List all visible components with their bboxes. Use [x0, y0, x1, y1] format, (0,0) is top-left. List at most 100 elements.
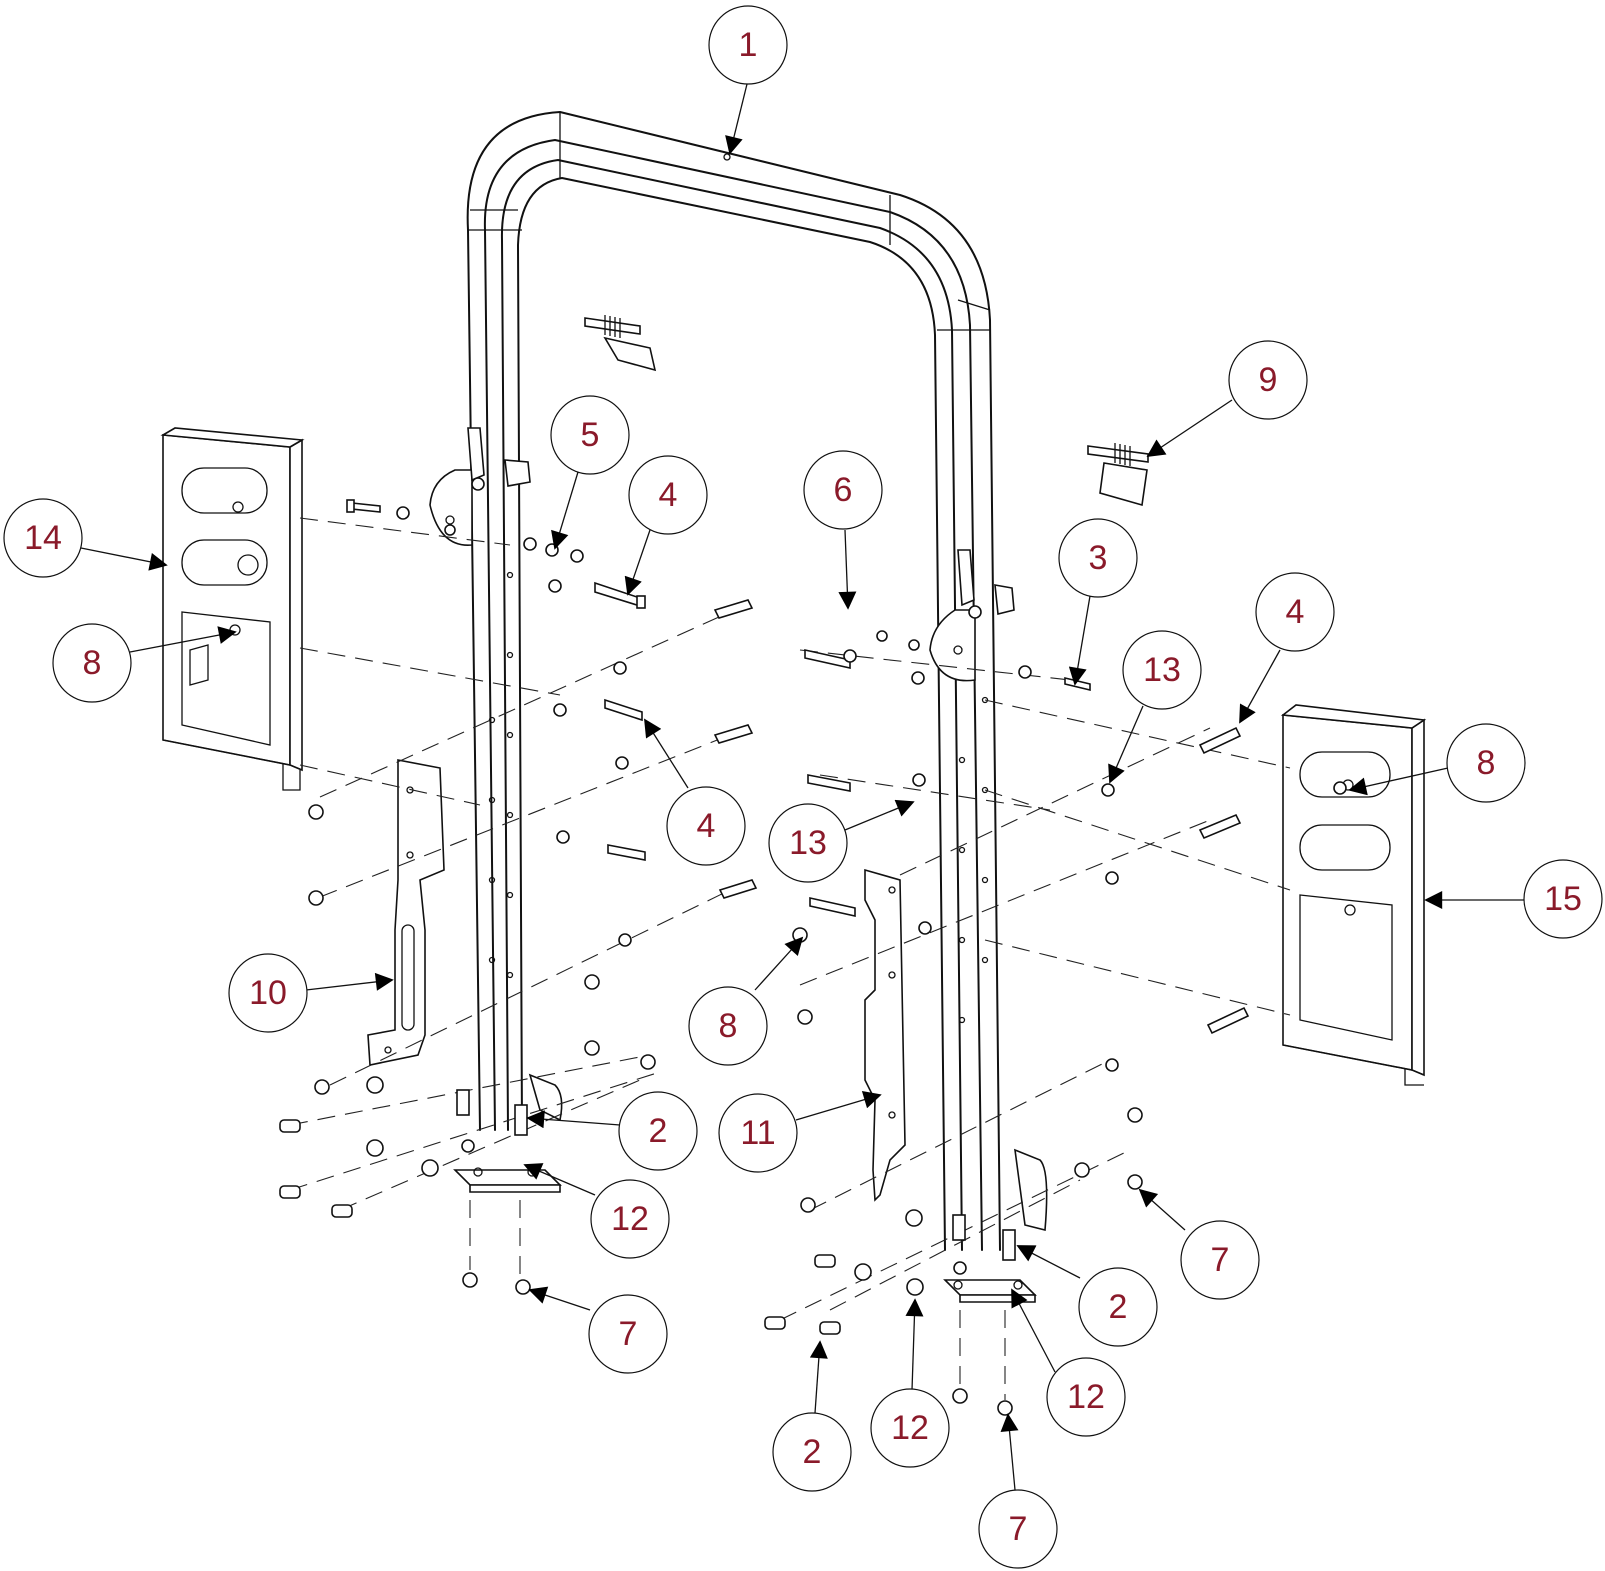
callout-c4a: 4 — [624, 455, 708, 596]
callout-number: 2 — [803, 1433, 822, 1471]
callout-circle — [550, 395, 630, 475]
right-foot-plate — [943, 1148, 1048, 1303]
callout-number: 8 — [719, 1007, 738, 1045]
callout-leader-arrow — [1068, 595, 1091, 686]
callout-circle — [52, 623, 132, 703]
callout-leader-arrow — [551, 471, 579, 550]
callout-c3: 3 — [1058, 518, 1138, 686]
callout-number: 8 — [83, 644, 102, 682]
callout-circle — [708, 5, 788, 85]
callout-leader-arrow — [1108, 705, 1144, 784]
callout-c7a: 7 — [528, 1286, 668, 1374]
callout-leader-arrow — [305, 972, 394, 991]
callout-c2c: 2 — [772, 1340, 852, 1492]
callout-circle — [1180, 1220, 1260, 1300]
callout-c4c: 4 — [1239, 572, 1335, 724]
right-side-panel — [1280, 704, 1427, 1086]
callout-c15: 15 — [1424, 859, 1603, 939]
callout-number: 2 — [649, 1112, 668, 1150]
callout-leader-arrow — [526, 1110, 621, 1129]
callout-circle — [618, 1091, 698, 1171]
callout-number: 10 — [249, 974, 287, 1012]
callout-circle — [870, 1388, 950, 1468]
callout-circle — [1058, 518, 1138, 598]
callout-c12b: 12 — [1011, 1288, 1126, 1437]
callout-c5: 5 — [550, 395, 630, 550]
callout-c2b: 2 — [1016, 1245, 1158, 1347]
callout-number: 11 — [740, 1114, 775, 1152]
callout-circle — [1446, 723, 1526, 803]
callout-circle — [772, 1412, 852, 1492]
callout-c13b: 13 — [768, 799, 915, 883]
callout-leader-arrow — [844, 799, 915, 831]
callout-c14: 14 — [3, 498, 168, 578]
callout-number: 13 — [1143, 651, 1181, 689]
callout-number: 3 — [1089, 539, 1108, 577]
callout-c12c: 12 — [870, 1298, 950, 1468]
callout-number: 12 — [1067, 1378, 1105, 1416]
callout-circle — [590, 1179, 670, 1259]
callout-leader-arrow — [795, 1090, 882, 1121]
callout-c10: 10 — [228, 953, 394, 1033]
callout-number: 7 — [1009, 1510, 1028, 1548]
callout-number: 6 — [834, 471, 853, 509]
callout-number: 4 — [1286, 593, 1305, 631]
hitch-pin-upper — [584, 315, 657, 372]
callout-c6: 6 — [803, 450, 883, 610]
fasteners — [279, 499, 1347, 1416]
callout-leader-arrow — [1016, 1245, 1081, 1279]
callout-number: 14 — [24, 519, 62, 557]
callout-number: 7 — [1211, 1241, 1230, 1279]
assembly-lines — [289, 517, 1291, 1400]
callout-c7c: 7 — [978, 1413, 1058, 1569]
callout-number: 12 — [891, 1409, 929, 1447]
callout-c9: 9 — [1146, 340, 1308, 457]
right-mount-bracket — [864, 868, 906, 1202]
callout-leader-arrow — [1011, 1288, 1056, 1373]
callout-leader-arrow — [838, 529, 857, 610]
left-mount-bracket — [367, 759, 445, 1066]
callout-c13a: 13 — [1108, 630, 1202, 784]
callout-leader-arrow — [528, 1286, 591, 1311]
callout-c1: 1 — [708, 5, 788, 155]
callout-circle — [1523, 859, 1603, 939]
callout-circle — [688, 986, 768, 1066]
callout-circle — [1228, 340, 1308, 420]
callout-leader-arrow — [1348, 767, 1449, 796]
callout-number: 1 — [739, 26, 758, 64]
callout-circle — [803, 450, 883, 530]
callout-number: 9 — [1259, 361, 1278, 399]
callout-number: 2 — [1109, 1288, 1128, 1326]
callout-number: 13 — [789, 824, 827, 862]
callout-c8c: 8 — [688, 936, 804, 1066]
callout-circle — [3, 498, 83, 578]
callout-number: 4 — [659, 476, 678, 514]
callout-circle — [1078, 1267, 1158, 1347]
callout-leader-arrow — [725, 79, 749, 155]
callout-c12a: 12 — [523, 1163, 670, 1259]
callout-c4b: 4 — [644, 718, 746, 866]
callout-c11: 11 — [718, 1090, 882, 1173]
callout-circle — [588, 1294, 668, 1374]
callout-c7b: 7 — [1138, 1188, 1260, 1300]
callout-leader-arrow — [1000, 1413, 1019, 1491]
left-foot-plate — [453, 1073, 563, 1193]
callout-circle — [768, 803, 848, 883]
left-side-panel — [160, 427, 305, 791]
callout-leader-arrow — [80, 547, 168, 571]
callout-circle — [666, 786, 746, 866]
callout-circle — [978, 1489, 1058, 1569]
callout-circle — [718, 1093, 798, 1173]
callout-number: 4 — [697, 807, 716, 845]
left-hinge-bracket — [429, 427, 531, 546]
callout-leader-arrow — [905, 1298, 924, 1391]
callout-circle — [1122, 630, 1202, 710]
hitch-pin-right — [1087, 443, 1149, 507]
callout-leader-arrow — [624, 529, 651, 596]
callout-circle — [1255, 572, 1335, 652]
callout-number: 5 — [581, 416, 600, 454]
callout-circle — [228, 953, 308, 1033]
callout-leader-arrow — [1146, 399, 1233, 457]
